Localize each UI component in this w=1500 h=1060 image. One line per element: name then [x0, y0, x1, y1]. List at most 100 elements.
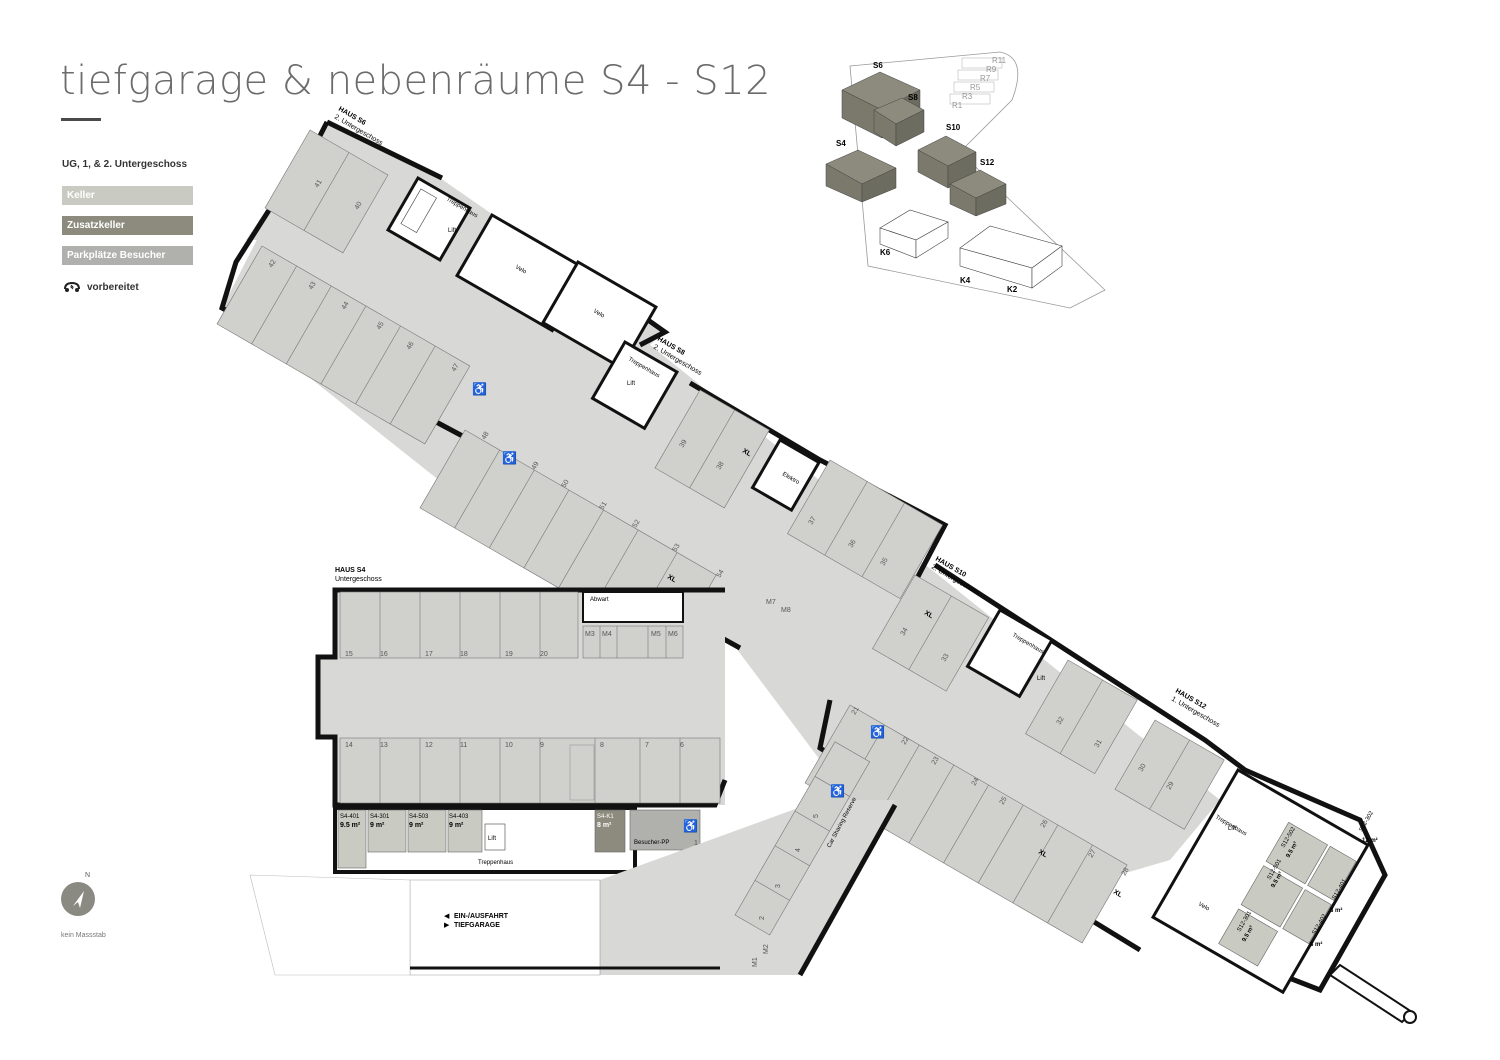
stall-number: 17 [425, 651, 433, 658]
storage-s4-403[interactable] [447, 809, 483, 853]
stall-number: 8 [600, 742, 604, 749]
label-lift-s4: Lift [488, 836, 496, 842]
keyplan-label-s4: S4 [836, 139, 846, 148]
legend-zusatzkeller: Zusatzkeller [62, 216, 193, 235]
storage-area: 9 m² [370, 822, 385, 829]
stairwell-s10 [965, 607, 1055, 699]
storage-id: S4-503 [409, 814, 429, 820]
stall-number: 30 [1138, 763, 1148, 773]
storage-s4-301[interactable] [367, 809, 407, 853]
label-abwart: Abwart [590, 597, 609, 603]
stall-number: 34 [900, 627, 910, 637]
storage-s4-401[interactable] [337, 809, 367, 869]
arrow-in-icon: ▶ [444, 922, 450, 929]
stall-number: 48 [481, 431, 491, 441]
stall-number: 24 [971, 777, 981, 787]
velo-room-s8 [540, 259, 658, 370]
stall-number: 26 [1040, 819, 1050, 829]
stall-number: 15 [345, 651, 353, 658]
stall-number: 3 [775, 884, 782, 888]
keyplan-label-s6: S6 [873, 61, 883, 70]
legend-ev-charging: vorbereitet [62, 280, 139, 294]
legend-parkplaetze-besucher: Parkplätze Besucher [62, 246, 193, 265]
storage-area: 12 m² [1362, 837, 1378, 844]
label-lift-s10: Lift [1037, 676, 1045, 682]
stall-number: 21 [851, 706, 861, 716]
stall-number: 51 [599, 501, 609, 511]
storage-s4-k1[interactable] [594, 809, 626, 853]
keyplan-s10 [917, 135, 977, 189]
stall-block-s10 [872, 574, 990, 692]
stall-number: 14 [345, 742, 353, 749]
stall-number: 43 [308, 281, 318, 291]
motor-stall-number: M3 [585, 631, 595, 638]
keyplan-k6 [879, 209, 949, 259]
stairwell-s8 [590, 339, 680, 431]
ramp-area [249, 741, 898, 977]
stall-block-s8-east [787, 459, 943, 600]
stall-number: 23 [931, 756, 941, 766]
stall-number: 42 [268, 259, 278, 269]
ramp-stalls [734, 741, 871, 936]
stall-number: 53 [672, 543, 682, 553]
motor-stall-number: M8 [781, 607, 791, 614]
stall-number: 39 [679, 439, 689, 449]
stall-number: 33 [941, 653, 951, 663]
stall-block-s10-east [1025, 659, 1138, 775]
label-treppenhaus-s4: Treppenhaus [478, 860, 513, 866]
label-velo-s12: Velo [1197, 902, 1211, 913]
storage-area: 8 m² [1310, 941, 1322, 948]
s4-bottom-stall-row [339, 737, 721, 804]
storage-id: S4-401 [340, 814, 360, 820]
label-lift-s8: Lift [627, 381, 635, 387]
keyplan-label-r9: R9 [986, 65, 997, 74]
xl-label-38: XL [741, 448, 753, 459]
stall-number: 28 [1121, 867, 1131, 877]
motor-stall-number: M6 [668, 631, 678, 638]
stall-number: 37 [808, 516, 818, 526]
keyplan-label-r3: R3 [962, 92, 973, 101]
stall-number: 16 [380, 651, 388, 658]
motor-stalls-s4 [582, 625, 684, 659]
abwart-room [582, 591, 684, 623]
storage-area: 9 m² [449, 822, 464, 829]
keyplan-label-s10: S10 [946, 123, 961, 132]
stall-number: 45 [376, 321, 386, 331]
xl-label-28: XL [1112, 889, 1124, 900]
label-besucher-pp: Besucher-PP [634, 840, 669, 846]
label-entrance-1: EIN-/AUSFAHRT [454, 913, 509, 920]
label-velo-s8: Velo [592, 309, 606, 320]
accessible-parking-icon: ♿ [502, 451, 517, 465]
stall-number: 49 [531, 461, 541, 471]
house-label-s4: HAUS S4 [335, 567, 365, 574]
stall-number: 7 [645, 742, 649, 749]
keyplan-s12 [949, 169, 1007, 217]
motor-stall-number: M4 [602, 631, 612, 638]
storage-s4-503[interactable] [407, 809, 447, 853]
s12-core [1150, 767, 1370, 995]
stall-number: 38 [716, 461, 726, 471]
stall-number: 13 [380, 742, 388, 749]
label-lift-s6: Lift [448, 228, 456, 234]
stall-block-north [216, 245, 471, 445]
lift-s4 [484, 823, 506, 851]
stairwell-s6 [385, 175, 473, 263]
keyplan-label-s8: S8 [908, 93, 918, 102]
keyplan-label-k4: K4 [960, 276, 971, 285]
stall-number: 18 [460, 651, 468, 658]
storage-id: S4-301 [370, 814, 390, 820]
visitor-parking[interactable] [629, 809, 701, 851]
stall-number: 31 [1094, 739, 1104, 749]
label-entrance-2: TIEFGARAGE [454, 922, 500, 929]
scale-note: kein Massstab [61, 932, 106, 939]
north-label: N [85, 872, 91, 879]
keyplan-label-k2: K2 [1007, 285, 1018, 294]
stall-block-s6 [264, 129, 389, 254]
stall-number: 9 [540, 742, 544, 749]
storage-area: 9.5 m² [340, 822, 361, 829]
elektro-room [750, 437, 822, 513]
stall-number: 4 [795, 848, 802, 852]
motor-stall-number: M5 [651, 631, 661, 638]
stall-number: 40 [354, 201, 364, 211]
accessible-parking-icon: ♿ [683, 819, 698, 833]
